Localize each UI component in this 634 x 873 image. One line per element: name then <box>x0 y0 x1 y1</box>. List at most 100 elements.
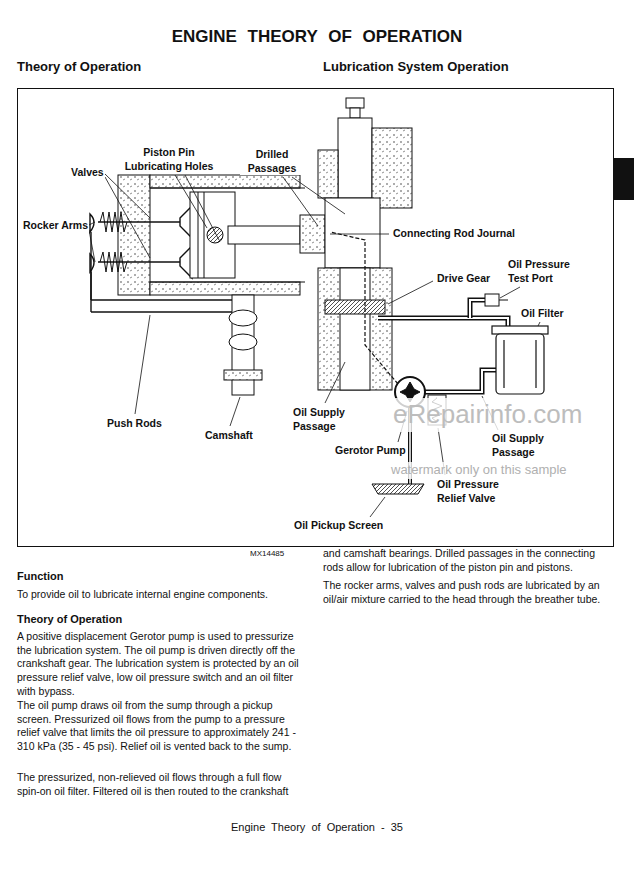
leader-line <box>330 234 389 235</box>
oil-passage <box>330 232 508 484</box>
part-label: Valves <box>70 166 105 180</box>
piston <box>228 226 300 244</box>
leader-line <box>175 175 207 228</box>
cylinder-head <box>150 282 300 295</box>
pickup-screen <box>372 484 424 494</box>
valve-spring <box>100 212 127 272</box>
leader-line <box>370 497 385 517</box>
body-text: To provide oil to lubricate internal eng… <box>17 588 305 602</box>
piston <box>207 227 223 243</box>
part-label: Oil Pressure Test Port <box>507 258 591 285</box>
figure-id: MX14485 <box>250 549 284 559</box>
oil-passage <box>378 318 508 326</box>
leader-line <box>388 281 433 304</box>
crankshaft <box>318 150 338 198</box>
part-label: Push Rods <box>106 417 163 431</box>
piston <box>300 215 325 253</box>
part-label: Oil Filter <box>520 307 565 321</box>
piston <box>198 192 199 278</box>
oil-filter <box>535 340 536 388</box>
part-label: Gerotor Pump <box>334 444 407 458</box>
test-port <box>499 300 508 301</box>
part-label: Drilled Passages <box>240 148 304 175</box>
leader-line <box>89 222 95 225</box>
section-heading: Theory of Operation <box>17 59 141 76</box>
watermark: eRepairinfo.com <box>392 398 583 432</box>
crankshaft <box>350 108 360 118</box>
body-text: A positive displacement Gerotor pump is … <box>17 630 305 699</box>
valve-spring <box>100 212 127 232</box>
page-footer: Engine Theory of Operation - 35 <box>0 820 634 834</box>
part-label: Drive Gear <box>436 272 491 286</box>
cylinder-head <box>118 175 305 295</box>
section-tab <box>614 158 634 200</box>
part-label: Oil Supply Passage <box>491 432 557 459</box>
push-rod <box>91 311 234 313</box>
page-title: ENGINE THEORY OF OPERATION <box>0 26 634 48</box>
cylinder-head <box>118 175 150 295</box>
section-heading: Lubrication System Operation <box>323 59 509 76</box>
oil-passage <box>330 232 398 384</box>
subheading: Function <box>17 569 63 583</box>
test-port <box>485 294 499 306</box>
leader-line <box>292 177 345 214</box>
leader-line <box>135 315 150 414</box>
body-text: and camshaft bearings. Drilled passages … <box>323 547 613 574</box>
leader-line <box>105 174 150 218</box>
push-rod <box>91 300 234 312</box>
part-label: Oil Pressure Relief Valve <box>436 478 512 505</box>
oil-passage <box>424 370 496 392</box>
part-label: Rocker Arms <box>22 219 89 233</box>
camshaft <box>229 334 257 350</box>
crankshaft <box>346 98 364 108</box>
leader-line <box>185 175 219 240</box>
camshaft <box>229 310 257 326</box>
oil-filter <box>503 340 504 388</box>
part-label: Camshaft <box>204 429 254 443</box>
subheading: Theory of Operation <box>17 612 122 626</box>
oil-passage <box>378 318 508 326</box>
rocker-arm <box>90 214 94 312</box>
oil-passage <box>470 300 485 318</box>
oil-passage <box>470 300 485 318</box>
cylinder-head <box>150 188 305 189</box>
leader-line <box>89 230 95 262</box>
valve-spring <box>100 252 127 272</box>
leader-line <box>283 177 318 226</box>
crankshaft <box>372 128 412 208</box>
valve <box>98 206 192 278</box>
part-label: Connecting Rod Journal <box>392 227 516 241</box>
body-text: The rocker arms, valves and push rods ar… <box>323 579 613 606</box>
rocker-arm <box>90 272 91 312</box>
piston <box>190 192 325 278</box>
leader-line <box>538 322 540 326</box>
leader-line <box>230 397 240 426</box>
piston <box>204 192 205 278</box>
body-text: The oil pump draws oil from the sump thr… <box>17 699 305 754</box>
camshaft <box>224 295 262 395</box>
figure-frame <box>18 89 614 547</box>
crankshaft <box>338 118 372 198</box>
body-text: The pressurized, non-relieved oil flows … <box>17 771 305 798</box>
rocker-arm <box>90 214 94 232</box>
leader-line <box>105 177 150 258</box>
part-label: Oil Supply Passage <box>292 406 358 433</box>
crankshaft <box>318 268 392 390</box>
leader-line <box>325 362 345 403</box>
oil-passage <box>424 370 496 392</box>
part-label: Piston Pin Lubricating Holes <box>118 146 220 173</box>
camshaft <box>224 370 262 380</box>
leader-line <box>500 287 520 298</box>
part-label: Oil Pickup Screen <box>293 519 384 533</box>
crankshaft <box>325 300 385 314</box>
push-rod <box>91 299 234 301</box>
cylinder-head <box>150 175 300 188</box>
watermark: watermark only on this sample <box>390 462 568 479</box>
crankshaft <box>318 98 412 390</box>
oil-filter <box>492 326 548 334</box>
cylinder-head <box>150 282 305 283</box>
pickup-screen <box>372 484 424 494</box>
oil-filter <box>496 334 544 394</box>
oil-filter <box>492 326 548 394</box>
